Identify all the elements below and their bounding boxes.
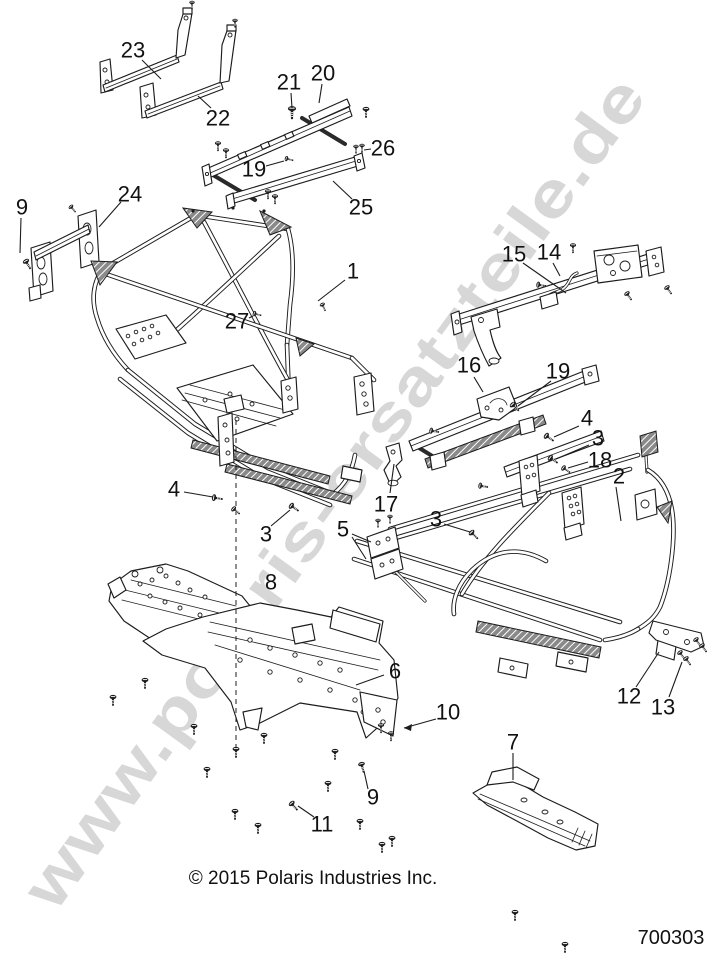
callout-label-26: 26 — [371, 136, 395, 161]
callout-leader-3 — [270, 509, 291, 527]
callout-leader-5 — [351, 533, 372, 543]
callout-leader-2 — [615, 486, 622, 522]
callout-label-1: 1 — [347, 259, 359, 284]
callout-leader-12 — [635, 651, 660, 688]
callout-leader-15 — [522, 262, 567, 294]
callout-leader-13 — [668, 661, 683, 698]
callout-leader-14 — [552, 262, 561, 277]
callout-leader-19 — [265, 160, 285, 167]
callout-leader-19 — [517, 380, 552, 407]
callout-leader-9 — [19, 217, 22, 254]
callout-label-12: 12 — [617, 684, 641, 709]
callout-leader-17 — [389, 463, 395, 494]
part-rear-frame-2 — [351, 430, 705, 679]
copyright-text: © 2015 Polaris Industries Inc. — [189, 868, 437, 889]
callout-label-22: 22 — [206, 106, 230, 131]
callout-leader-27 — [248, 315, 254, 319]
callout-leader-24 — [98, 201, 122, 228]
callout-leader-4 — [553, 425, 580, 438]
callout-leader-6 — [355, 674, 385, 686]
callout-label-3: 3 — [592, 426, 604, 451]
callout-label-4: 4 — [581, 406, 593, 431]
callout-arrowhead-10 — [404, 724, 412, 731]
callout-label-19: 19 — [242, 157, 266, 182]
callout-label-16: 16 — [457, 353, 481, 378]
callout-leader-11 — [297, 805, 315, 818]
callout-label-18: 18 — [588, 448, 612, 473]
part-seat-brackets-23-22 — [99, 7, 237, 119]
part-rail-16-19 — [408, 364, 600, 471]
callout-label-6: 6 — [389, 659, 401, 684]
callout-label-4: 4 — [168, 477, 180, 502]
callout-leader-22 — [197, 95, 212, 109]
callout-leader-20 — [318, 83, 323, 104]
callout-leader-18 — [567, 461, 589, 469]
callout-label-10: 10 — [436, 700, 460, 725]
callout-leader-26 — [363, 148, 372, 151]
callout-label-3: 3 — [430, 507, 442, 532]
callout-leader-16 — [473, 376, 484, 393]
callout-label-21: 21 — [277, 70, 301, 95]
callout-label-9: 9 — [367, 785, 379, 810]
callout-leader-9 — [363, 770, 369, 790]
callout-label-9: 9 — [16, 195, 28, 220]
diagram-number: 700303 — [638, 927, 705, 949]
callout-label-13: 13 — [651, 695, 675, 720]
callout-leader-23 — [141, 59, 162, 80]
callout-leader-1 — [317, 279, 346, 302]
callout-leader-3 — [443, 523, 471, 533]
callout-label-8: 8 — [265, 570, 277, 595]
callout-leader-5 — [351, 536, 367, 560]
callout-label-19: 19 — [546, 359, 570, 384]
callout-label-27: 27 — [225, 309, 249, 334]
part-rail-assembly-20-25 — [201, 98, 366, 210]
callout-label-15: 15 — [502, 242, 526, 267]
callout-leader-4 — [183, 491, 214, 498]
callout-leader-21 — [290, 92, 293, 109]
callout-label-23: 23 — [121, 38, 145, 63]
callout-label-24: 24 — [118, 182, 142, 207]
part-main-frame-1 — [90, 206, 377, 508]
callout-leader-25 — [332, 180, 353, 200]
callout-label-17: 17 — [374, 492, 398, 517]
part-bracket-24 — [28, 209, 100, 302]
callout-label-25: 25 — [349, 195, 373, 220]
callout-label-5: 5 — [337, 517, 349, 542]
part-rail-14-15 — [450, 244, 665, 367]
callout-label-2: 2 — [613, 464, 625, 489]
callout-leader-3 — [555, 444, 590, 460]
callout-label-14: 14 — [537, 240, 561, 265]
callout-label-20: 20 — [311, 61, 335, 86]
callout-label-11: 11 — [311, 812, 334, 837]
callout-label-7: 7 — [507, 730, 519, 755]
callout-label-3: 3 — [260, 522, 272, 547]
part-skid-plate-6 — [142, 602, 399, 739]
